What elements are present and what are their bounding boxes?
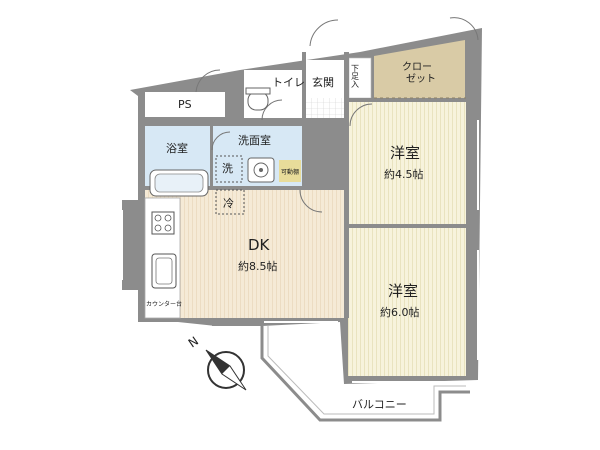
closet-floor <box>374 40 465 98</box>
room-labels: PS トイレ 玄関 下足入 クロー ゼット 浴室 洗面室 洗 可動棚 冷 洋室 … <box>146 61 436 411</box>
western2-size: 約6.0帖 <box>380 305 420 319</box>
dk-floor <box>145 186 344 318</box>
fixtures <box>149 87 466 289</box>
washroom-label: 洗面室 <box>238 133 271 147</box>
closet-label-2: ゼット <box>406 73 436 85</box>
dk-name: DK <box>248 236 271 254</box>
shelf-label: 可動棚 <box>281 168 299 176</box>
western1-floor <box>348 102 466 224</box>
ps-label: PS <box>178 98 192 111</box>
western2-name: 洋室 <box>388 282 418 300</box>
western2-floor <box>348 228 466 376</box>
kitchen-sink <box>151 253 177 289</box>
fridge-label: 冷 <box>223 197 234 210</box>
western1-size: 約4.5帖 <box>384 167 424 181</box>
toilet-bowl <box>247 91 269 111</box>
interior-walls <box>140 52 468 326</box>
ps-floor <box>145 92 225 117</box>
washing-machine <box>215 155 243 183</box>
dk-size: 約8.5帖 <box>238 259 278 273</box>
shelf-floor <box>279 160 301 182</box>
balcony-label: バルコニー <box>352 398 407 411</box>
genkan-floor <box>305 60 347 98</box>
doors <box>195 17 479 213</box>
getabako-label: 下足入 <box>351 64 360 88</box>
stove <box>151 211 175 235</box>
compass: N <box>186 334 247 391</box>
toilet-label: トイレ <box>272 76 305 89</box>
fridge <box>215 189 245 215</box>
windows <box>121 120 479 383</box>
compass-north-label: N <box>186 334 201 351</box>
bath-label: 浴室 <box>166 141 188 155</box>
wash-label: 洗 <box>222 162 233 175</box>
genkan-label: 玄関 <box>312 75 334 89</box>
balcony <box>260 326 470 422</box>
western1-name: 洋室 <box>390 144 420 162</box>
counter-label: カウンター台 <box>146 300 182 308</box>
closet-label-1: クロー <box>402 61 432 73</box>
